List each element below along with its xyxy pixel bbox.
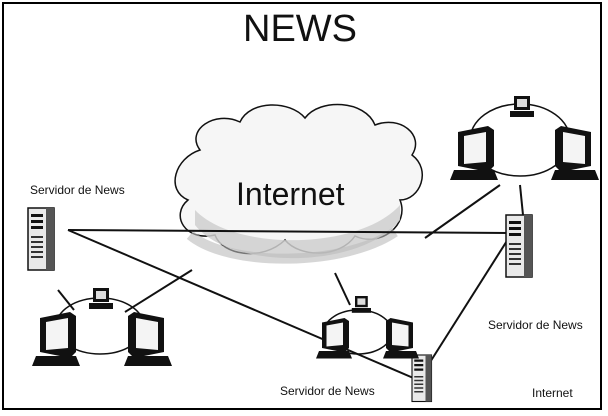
top-right-workstation-group [450,96,599,180]
link-left-server-right-server [67,229,511,234]
link-right-server-top-workstations [519,184,524,216]
cloud-label: Internet [236,176,345,212]
diagram-title: NEWS [243,8,357,50]
network-links [57,184,524,381]
workstation-monitor-icon [383,318,419,359]
internet-cloud [174,103,423,264]
workstation-monitor-icon [32,312,80,366]
workstation-monitor-icon [551,126,599,180]
right-news-server-icon [505,214,533,278]
workstation-monitor-icon [351,296,371,313]
workstation-monitor-icon [510,96,534,117]
link-cloud-top-workstations [424,184,501,239]
link-cloud-left-workstations [124,269,193,313]
left-workstation-group [32,288,172,366]
workstation-monitor-icon [450,126,498,180]
link-cloud-mid-workstations [334,272,351,306]
link-right-server-bottom-server [419,235,511,379]
bottom-news-server-icon [411,354,433,403]
internet-corner-label: Internet [532,386,573,400]
workstation-monitor-icon [124,312,172,366]
middle-workstation-group [316,296,419,359]
link-left-server-left-workstations [57,289,75,311]
link-left-server-bottom-server [67,229,419,381]
bottom-server-label: Servidor de News [280,384,375,398]
right-server-label: Servidor de News [488,318,583,332]
left-news-server-icon [27,207,55,271]
left-server-label: Servidor de News [30,183,125,197]
